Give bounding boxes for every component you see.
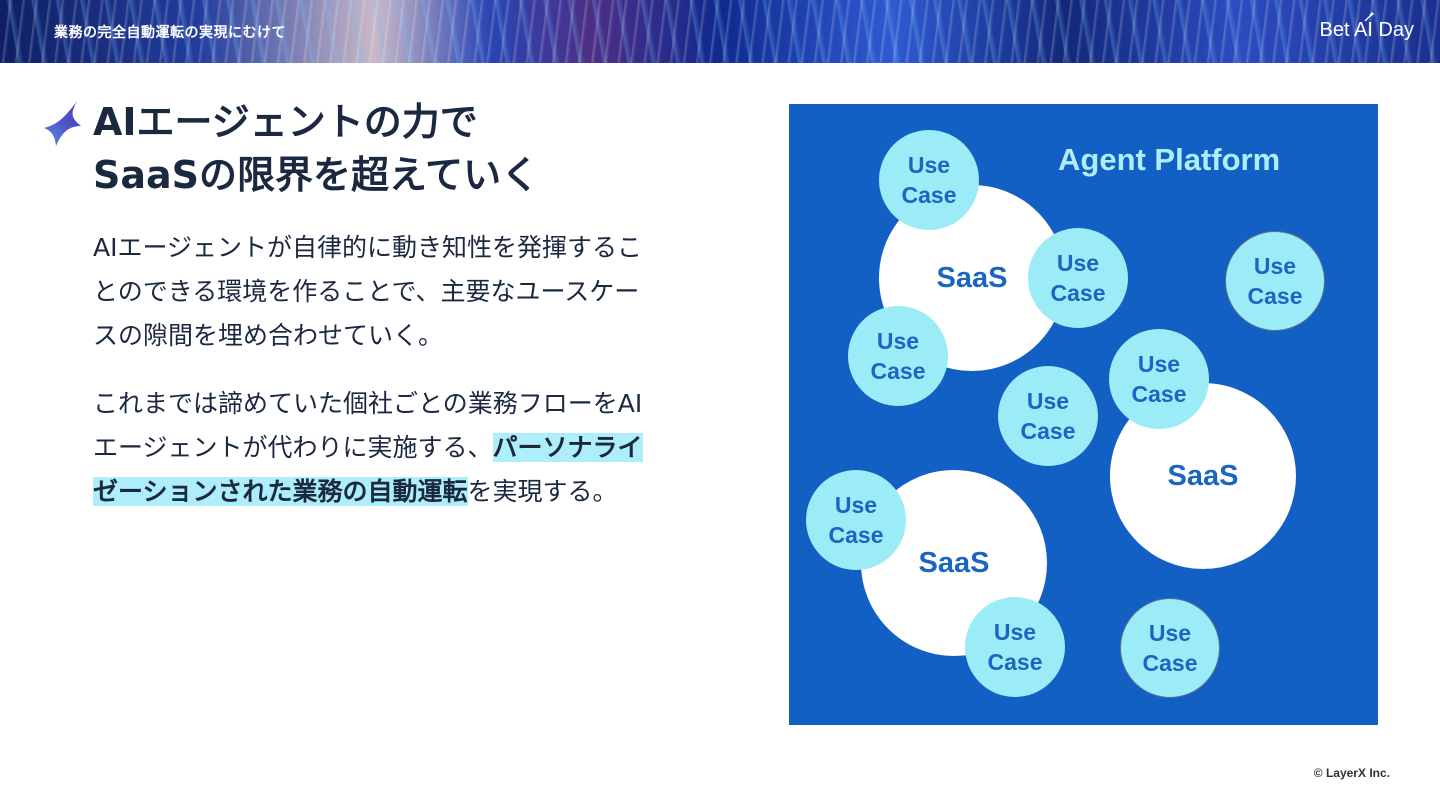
use-case-circle: Use Case — [998, 366, 1098, 466]
sparkle-icon — [1364, 11, 1375, 22]
use-case-circle: Use Case — [1120, 598, 1220, 698]
paragraph-line: とのできる環境を作ることで、主要なユースケー — [93, 277, 640, 306]
header-title: 業務の完全自動運転の実現にむけて — [54, 25, 286, 41]
body-paragraph-1: AIエージェントが自律的に動き知性を発揮するこ とのできる環境を作ることで、主要… — [93, 226, 733, 358]
paragraph-line: エージェントが代わりに実施する、パーソナライ — [93, 426, 733, 470]
use-case-circle: Use Case — [1028, 228, 1128, 328]
saas-circle: SaaS — [1110, 383, 1296, 569]
use-case-circle: Use Case — [879, 130, 979, 230]
sparkle-icon — [44, 101, 81, 146]
use-case-circle: Use Case — [848, 306, 948, 406]
slide-title: AIエージェントの力で SaaSの限界を超えていく — [93, 96, 539, 202]
slide-title-line: AIエージェントの力で — [93, 100, 478, 144]
body-paragraph-2: これまでは諦めていた個社ごとの業務フローをAI エージェントが代わりに実施する、… — [93, 382, 733, 514]
paragraph-text: を実現する。 — [467, 477, 618, 506]
use-case-circle: Use Case — [1109, 329, 1209, 429]
header-banner: 業務の完全自動運転の実現にむけて Bet AI Day — [0, 0, 1440, 63]
paragraph-line: ゼーションされた業務の自動運転を実現する。 — [93, 470, 733, 514]
use-case-circle: Use Case — [806, 470, 906, 570]
platform-label: Agent Platform — [1058, 142, 1281, 177]
highlighted-text: ゼーションされた業務の自動運転 — [93, 477, 468, 506]
use-case-circle: Use Case — [1225, 231, 1325, 331]
slide-title-line: SaaSの限界を超えていく — [93, 153, 540, 197]
paragraph-line: これまでは諦めていた個社ごとの業務フローをAI — [93, 389, 643, 418]
paragraph-line: AIエージェントが自律的に動き知性を発揮するこ — [93, 233, 642, 262]
paragraph-line: スの隙間を埋め合わせていく。 — [93, 321, 444, 350]
brand-logo: Bet AI Day — [1319, 19, 1415, 41]
paragraph-text: エージェントが代わりに実施する、 — [93, 433, 493, 462]
agent-platform-diagram: Agent Platform SaaS SaaS SaaS Use Case U… — [789, 104, 1378, 725]
use-case-circle: Use Case — [965, 597, 1065, 697]
copyright-notice: © LayerX Inc. — [1313, 766, 1390, 780]
highlighted-text: パーソナライ — [492, 433, 643, 462]
